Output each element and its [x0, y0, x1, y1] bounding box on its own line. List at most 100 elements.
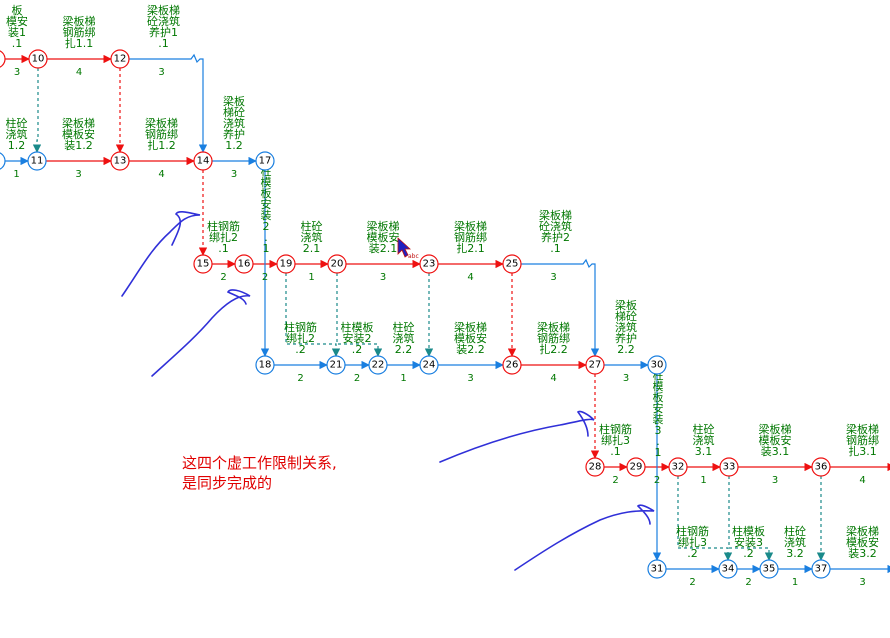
edge-label-line: 浇筑 [301, 230, 323, 244]
edge-label-11-13: 梁板梯模板安装1.2 [62, 116, 95, 152]
edge-duration-33-36: 3 [772, 475, 778, 486]
edge-label-28-29: 柱钢筋绑扎3.1 [599, 422, 632, 458]
node-number: 21 [330, 360, 343, 371]
edge-line [336, 273, 383, 357]
node-circle [276, 254, 296, 274]
edge-label-line: 3.2 [786, 547, 804, 560]
edge-label-line: 柱钢筋 [599, 422, 632, 436]
edge-line [129, 53, 208, 153]
edge-label-line: .2 [743, 547, 754, 560]
node-24: 24 [419, 355, 439, 375]
node-14: 14 [193, 151, 213, 171]
node-circle [27, 151, 47, 171]
node-number: 35 [763, 564, 776, 575]
edge-label-line: 2.2 [395, 343, 413, 356]
edge-label-line: 养护 [223, 127, 245, 141]
edge-label-line: 梁板梯 [846, 524, 879, 538]
edge-label-line: 梁板梯 [367, 219, 400, 233]
node-number: 11 [31, 156, 44, 167]
node-circle [502, 254, 522, 274]
edge-label-char: 柱 [261, 164, 272, 178]
node-number: 29 [630, 462, 643, 473]
node-number: 23 [423, 259, 436, 270]
edge-label-char: 模 [261, 176, 272, 189]
node-circle [419, 355, 439, 375]
edge-duration-18-21: 2 [297, 373, 303, 384]
edge-label-line: 梯砼 [615, 310, 637, 323]
edge-duration-22-24: 1 [400, 373, 406, 384]
edge-label-line: 砼浇筑 [539, 219, 572, 233]
node-circle [585, 355, 605, 375]
edge-label-37-end2: 梁板梯模板安装3.2 [846, 524, 879, 560]
node-number: 28 [589, 462, 602, 473]
node-circle [502, 355, 522, 375]
node-circle [0, 152, 6, 170]
node-37: 37 [811, 559, 831, 579]
edge-label-23-25: 梁板梯钢筋绑扎2.1 [454, 219, 487, 255]
edge-duration-19-20: 1 [308, 272, 314, 283]
node-11: 11 [27, 151, 47, 171]
node-circle [255, 355, 275, 375]
edge-label-line: .1 [610, 445, 621, 458]
edge-label-line: 柱钢筋 [676, 524, 709, 538]
node-circle [255, 151, 275, 171]
edge-label-line: 装2.1 [369, 242, 398, 255]
edge-duration-26-27: 4 [550, 373, 556, 384]
edge-duration-12-14: 3 [158, 67, 164, 78]
node-number: 20 [331, 259, 344, 270]
node-36: 36 [811, 457, 831, 477]
node-circle [811, 457, 831, 477]
edge-label-line: .1 [550, 242, 561, 255]
node-20: 20 [327, 254, 347, 274]
edge-label-10-12: 梁板梯钢筋绑扎1.1 [63, 14, 96, 50]
edge-label-25-27: 梁板梯砼浇筑养护2.1 [539, 208, 572, 255]
edge-label-18-21: 柱钢筋绑扎2.2 [284, 320, 317, 356]
edge-label-15-16: 柱钢筋绑扎2.1 [207, 219, 240, 255]
edge-duration-14-17: 3 [231, 169, 237, 180]
edge-duration-8-11: 1 [13, 169, 19, 180]
edge-label-char: 装 [653, 413, 664, 426]
edge-label-line: 养护1 [149, 25, 178, 39]
edge-label-char: 板 [653, 390, 664, 404]
node-number: 16 [238, 259, 251, 270]
node-circle [234, 254, 254, 274]
edge-label-line: 扎2.1 [456, 241, 485, 255]
node-25: 25 [502, 254, 522, 274]
edge-label-char: 装 [261, 209, 272, 222]
node-number: 17 [259, 156, 272, 167]
nodes-layer: 9101112131415161718192021222324252627282… [0, 49, 831, 579]
edge-label-line: 养护 [615, 331, 637, 345]
edge-label-line: 梁板梯 [63, 14, 96, 28]
edge-label-line: 扎1.2 [147, 138, 176, 152]
edge-label-line: 浇筑 [223, 116, 245, 130]
edge-label-34-35: 柱模板安装3.2 [732, 524, 765, 560]
node-circle [368, 355, 388, 375]
cursor-badge: abc [408, 253, 419, 260]
edge-duration-28-29: 2 [612, 475, 618, 486]
node-circle [719, 457, 739, 477]
edge-33-35 [728, 476, 774, 561]
node-number: 19 [280, 259, 293, 270]
edge-line [32, 68, 42, 153]
edge-label-line: 扎2.2 [539, 342, 568, 356]
edge-label-line: 养护2 [541, 230, 570, 244]
node-circle [585, 457, 605, 477]
node-circle [626, 457, 646, 477]
edge-label-line: 模板安 [454, 331, 487, 345]
node-28: 28 [585, 457, 605, 477]
edge-label-line: 装3.1 [761, 445, 790, 458]
edge-label-line: 1.2 [8, 139, 26, 152]
node-16: 16 [234, 254, 254, 274]
node-number: 10 [32, 54, 45, 65]
edge-label-line: .1 [12, 37, 23, 50]
node-circle [647, 355, 667, 375]
edge-duration-13-14: 4 [158, 169, 164, 180]
edge-label-line: .2 [295, 343, 306, 356]
